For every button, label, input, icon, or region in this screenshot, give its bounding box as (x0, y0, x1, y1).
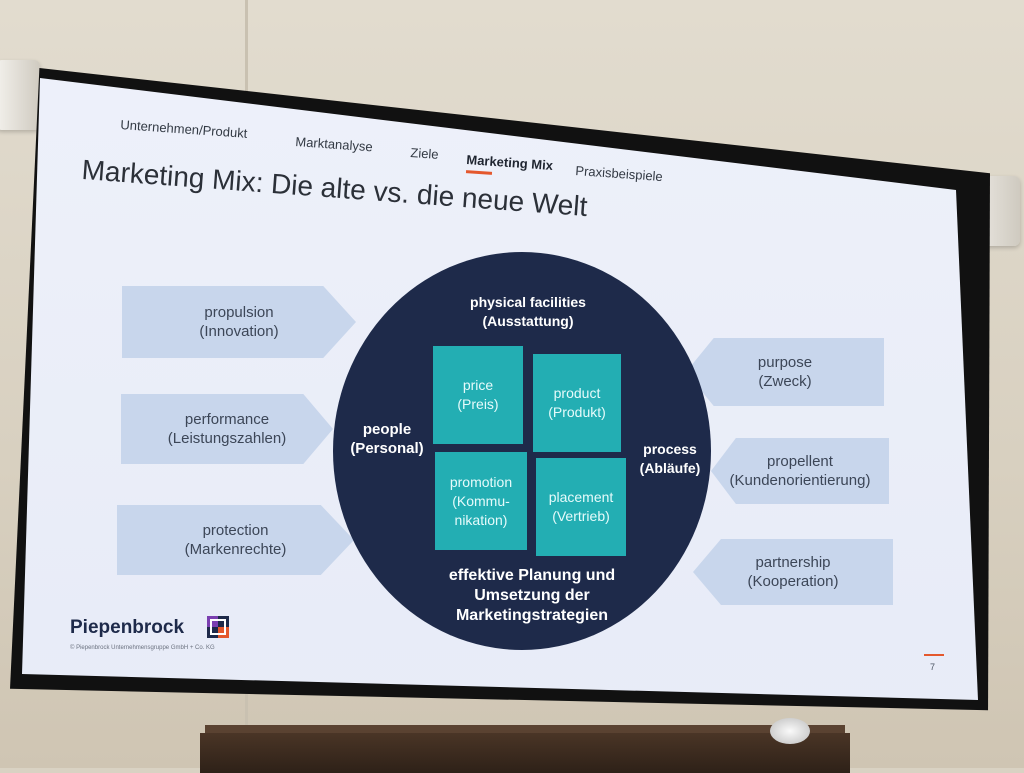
tile-product: product (Produkt) (533, 354, 621, 452)
arrow-label: propellent (767, 453, 833, 470)
arrow-sublabel: (Zweck) (758, 373, 812, 390)
tile-label: price (462, 377, 494, 393)
tile-label: promotion (449, 473, 513, 490)
label-line: process (643, 441, 697, 457)
nav-item-marktanalyse[interactable]: Marktanalyse (294, 134, 374, 155)
label-line: people (362, 421, 412, 438)
arrow-label: purpose (757, 354, 813, 371)
nav-item-unternehmen[interactable]: Unternehmen/Produkt (119, 117, 248, 141)
nav-item-marketing-mix[interactable]: Marketing Mix (465, 152, 554, 174)
tile-sublabel: (Vertrieb) (552, 508, 610, 524)
piepenbrock-logo-icon (207, 616, 229, 638)
label-line: (Abläufe) (639, 460, 701, 476)
arrow-protection: protection (Markenrechte) (117, 505, 354, 575)
tile-label: placement (548, 489, 614, 505)
process-label: process (Abläufe) (632, 440, 708, 478)
tile-sublabel: (Kommu- (452, 492, 510, 509)
arrow-sublabel: (Kundenorientierung) (729, 472, 871, 489)
label-line: effektive Planung und (448, 567, 616, 584)
page-number-accent (924, 654, 944, 656)
arrow-label: protection (202, 522, 269, 539)
label-line: (Ausstattung) (482, 313, 574, 329)
tile-label: product (553, 385, 601, 401)
physical-facilities-label: physical facilities (Ausstattung) (448, 293, 608, 331)
people-label: people (Personal) (342, 420, 432, 458)
shelf (200, 733, 850, 773)
arrow-purpose: purpose (Zweck) (686, 338, 884, 406)
arrow-sublabel: (Markenrechte) (184, 541, 287, 558)
nav-item-praxisbeispiele[interactable]: Praxisbeispiele (574, 163, 664, 185)
arrow-propulsion: propulsion (Innovation) (122, 286, 356, 358)
piepenbrock-logo-text: Piepenbrock (70, 617, 185, 638)
tile-sublabel-cont: nikation) (454, 511, 508, 528)
tile-placement: placement (Vertrieb) (536, 458, 626, 556)
arrow-partnership: partnership (Kooperation) (693, 539, 893, 605)
arrow-sublabel: (Leistungszahlen) (167, 430, 287, 447)
tile-price: price (Preis) (433, 346, 523, 444)
shelf-top (205, 725, 845, 735)
tile-sublabel: (Preis) (457, 396, 499, 412)
label-line: Marketingstrategien (455, 607, 609, 624)
label-line: Umsetzung der (474, 587, 590, 604)
arrow-sublabel: (Innovation) (199, 323, 279, 340)
marketing-mix-circle (333, 252, 711, 650)
copyright-text: © Piepenbrock Unternehmensgruppe GmbH + … (70, 645, 215, 651)
nav-item-ziele[interactable]: Ziele (409, 145, 440, 162)
arrow-label: partnership (755, 554, 831, 571)
tile-promotion: promotion (Kommu- nikation) (435, 452, 527, 550)
label-line: (Personal) (350, 440, 424, 457)
arrow-sublabel: (Kooperation) (747, 573, 839, 590)
planning-label: effektive Planung und Umsetzung der Mark… (432, 566, 632, 626)
left-speaker (0, 60, 40, 130)
white-object (770, 718, 810, 744)
arrow-label: propulsion (204, 304, 274, 321)
arrow-propellent: propellent (Kundenorientierung) (711, 438, 889, 504)
page-number: 7 (930, 662, 936, 672)
arrow-label: performance (184, 411, 270, 428)
arrow-performance: performance (Leistungszahlen) (121, 394, 333, 464)
label-line: physical facilities (470, 294, 586, 310)
active-tab-indicator (465, 170, 493, 175)
tile-sublabel: (Produkt) (548, 404, 606, 420)
